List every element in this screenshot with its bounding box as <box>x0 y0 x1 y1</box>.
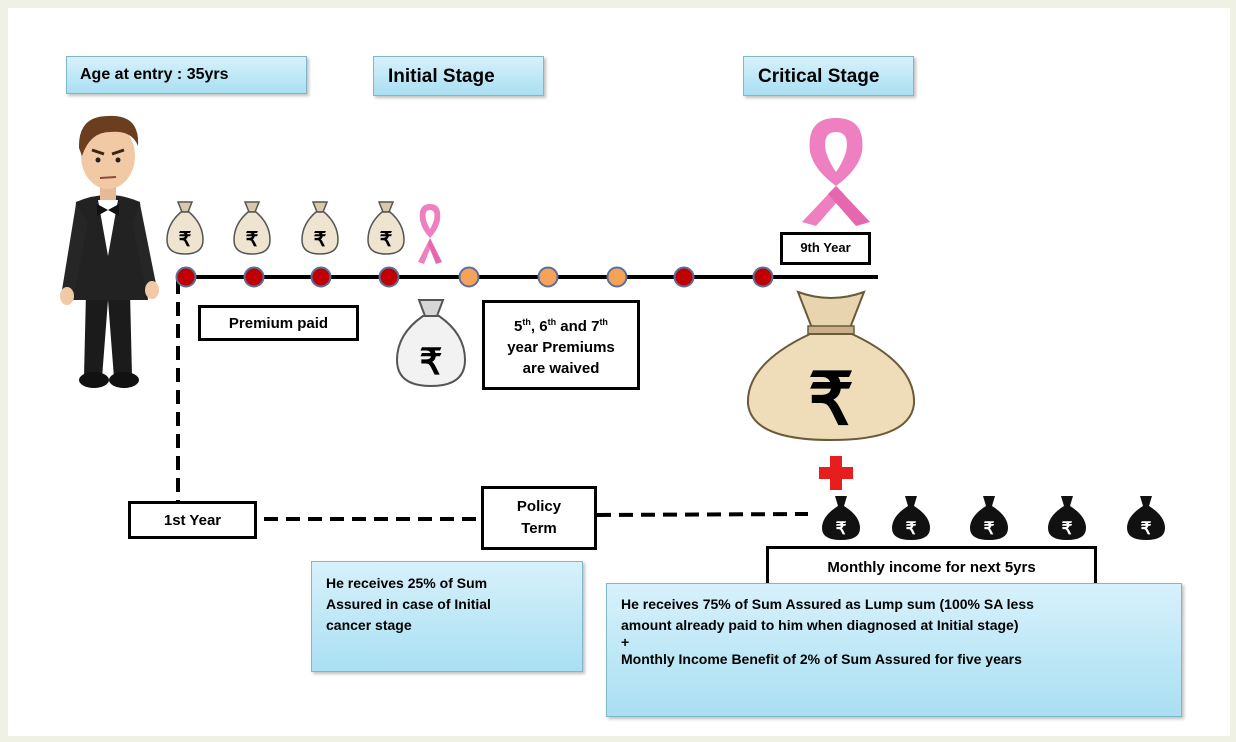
paid-year-dot <box>673 266 695 288</box>
pink-ribbon-icon <box>802 118 870 226</box>
ninth-year-label: 9th Year <box>780 232 871 265</box>
waived-year-dot <box>606 266 628 288</box>
age-label: Age at entry : 35yrs <box>66 56 307 94</box>
svg-text:₹: ₹ <box>1062 519 1073 538</box>
paid-year-dot <box>175 266 197 288</box>
paid-year-dot <box>243 266 265 288</box>
critical-stage-label: Critical Stage <box>743 56 914 96</box>
man-icon <box>60 115 159 388</box>
black-money-bag-icon: ₹ <box>822 496 860 540</box>
black-money-bag-icon: ₹ <box>1127 496 1165 540</box>
first-year-label: 1st Year <box>128 501 257 539</box>
diagram-canvas: Age at entry : 35yrs Initial Stage Criti… <box>8 8 1230 736</box>
svg-text:₹: ₹ <box>808 360 854 440</box>
svg-text:₹: ₹ <box>314 229 327 251</box>
svg-text:₹: ₹ <box>380 229 393 251</box>
svg-text:₹: ₹ <box>246 229 259 251</box>
money-bag-icon: ₹ <box>395 299 467 388</box>
policy-term-label: Policy Term <box>481 486 597 550</box>
paid-year-dot <box>378 266 400 288</box>
black-money-bag-icon: ₹ <box>892 496 930 540</box>
money-bag-icon: ₹ <box>367 201 405 255</box>
svg-text:₹: ₹ <box>420 341 443 382</box>
black-money-bag-icon: ₹ <box>970 496 1008 540</box>
timeline <box>175 266 878 521</box>
initial-stage-label: Initial Stage <box>373 56 544 96</box>
waived-year-dot <box>537 266 559 288</box>
svg-text:₹: ₹ <box>179 229 192 251</box>
money-bag-icon: ₹ <box>746 290 916 442</box>
paid-year-dot <box>752 266 774 288</box>
svg-text:₹: ₹ <box>836 519 847 538</box>
monthly-income-label: Monthly income for next 5yrs <box>766 546 1097 588</box>
svg-text:₹: ₹ <box>1141 519 1152 538</box>
money-bag-icon: ₹ <box>166 201 204 255</box>
svg-text:₹: ₹ <box>984 519 995 538</box>
horizontal-dashed-connector <box>596 512 809 517</box>
waived-year-dot <box>458 266 480 288</box>
waived-premiums-label: 5th, 6th and 7th year Premiums are waive… <box>482 300 640 390</box>
paid-year-dot <box>310 266 332 288</box>
money-bag-icon: ₹ <box>301 201 339 255</box>
pink-ribbon-icon <box>418 204 442 264</box>
premium-paid-label: Premium paid <box>198 305 359 341</box>
initial-stage-note: He receives 25% of Sum Assured in case o… <box>311 561 583 672</box>
money-bag-icon: ₹ <box>233 201 271 255</box>
black-money-bag-icon: ₹ <box>1048 496 1086 540</box>
svg-text:₹: ₹ <box>906 519 917 538</box>
red-cross-icon <box>819 456 853 490</box>
critical-stage-note: He receives 75% of Sum Assured as Lump s… <box>606 583 1182 717</box>
